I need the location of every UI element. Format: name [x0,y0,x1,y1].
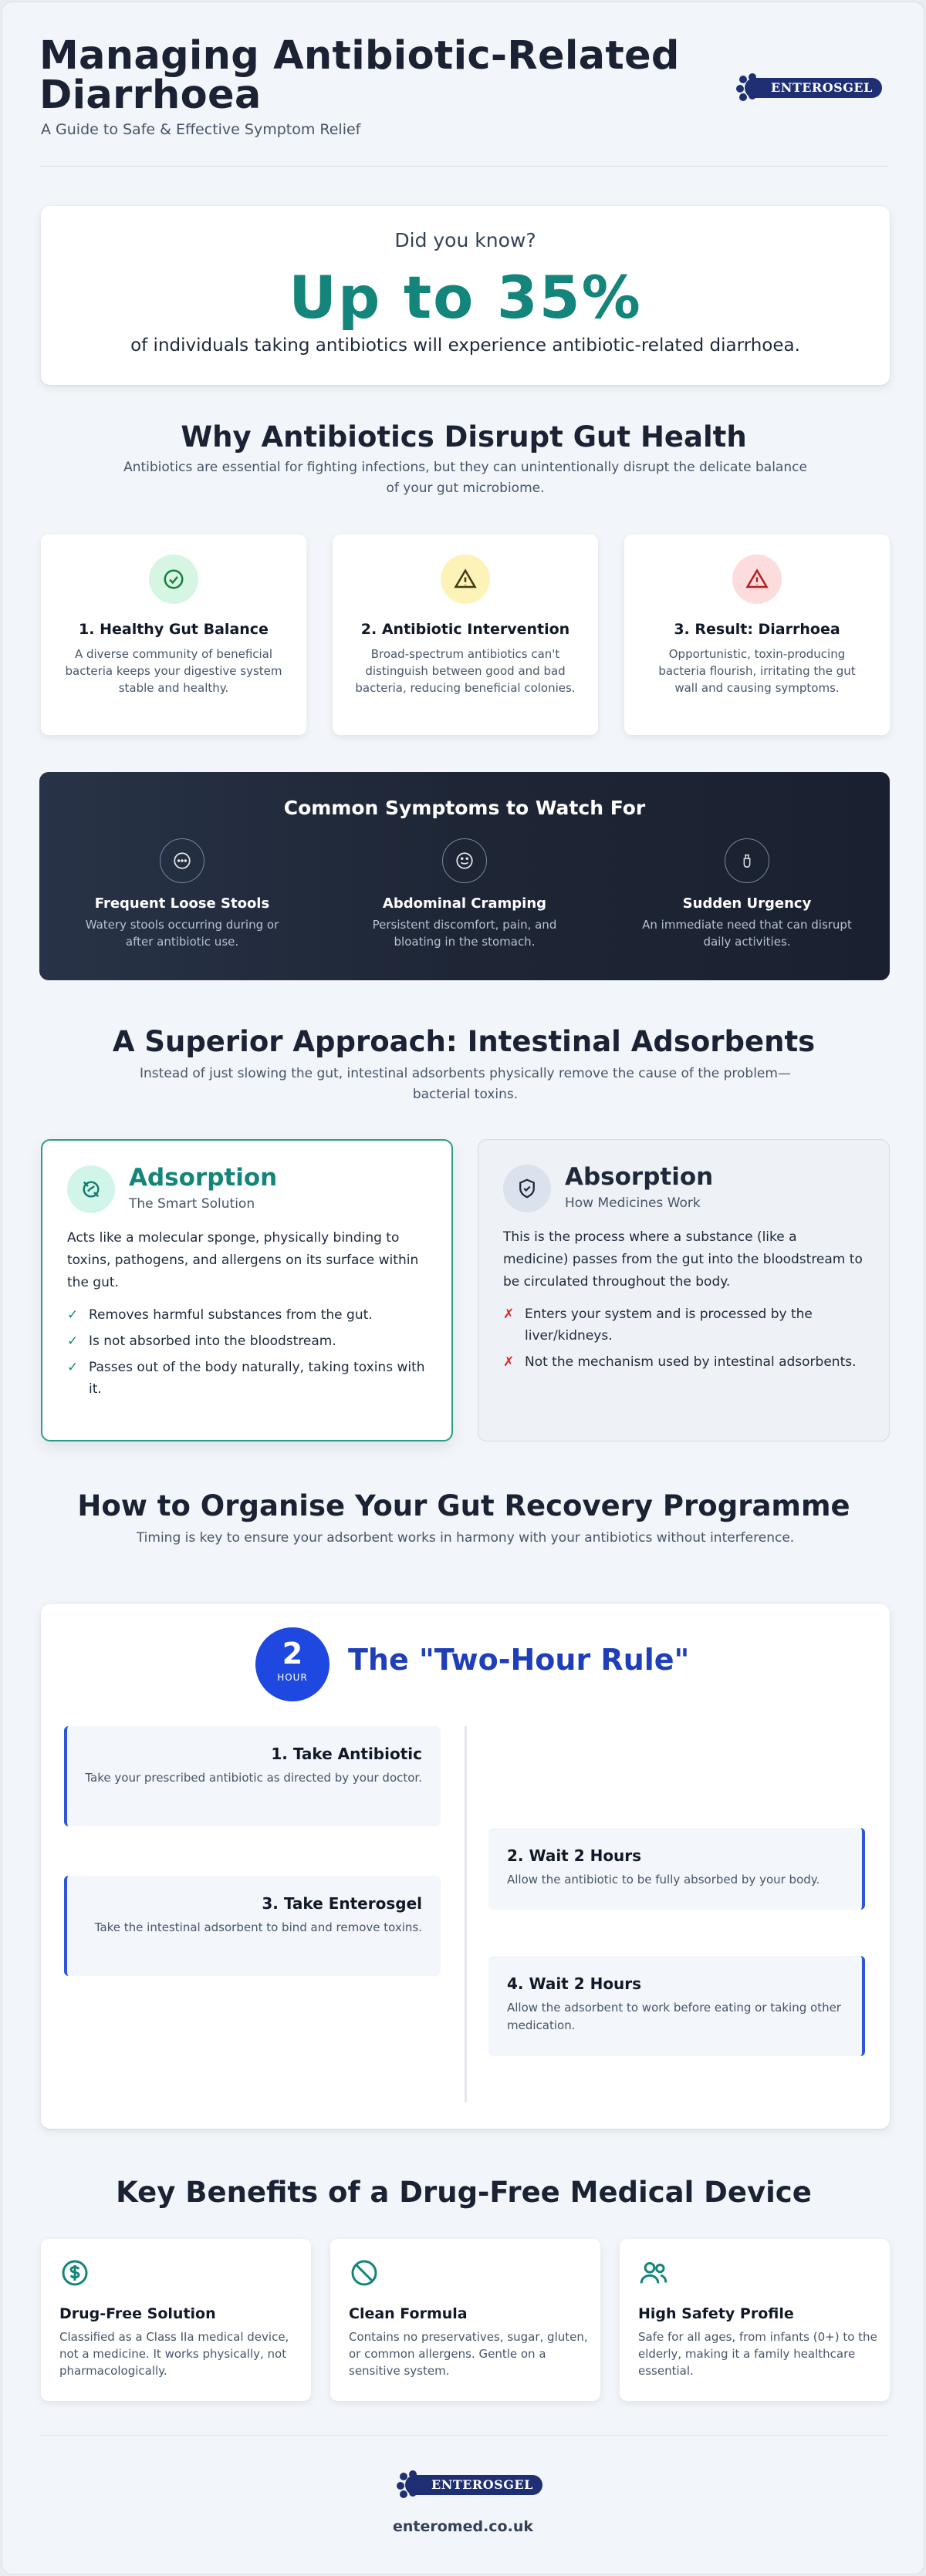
stat-question: Did you know? [394,229,536,251]
list-item: ✓Removes harmful substances from the gut… [67,1304,430,1326]
benefit-title: Clean Formula [349,2305,468,2322]
programme-title: How to Organise Your Gut Recovery Progra… [77,1489,850,1522]
ban-icon [351,2260,377,2286]
step-text: A diverse community of beneficial bacter… [65,647,282,695]
symptom-text: An immediate need that can disrupt daily… [642,918,852,949]
absorption-subtitle: How Medicines Work [565,1195,701,1211]
face-icon [442,838,487,883]
page-subtitle: A Guide to Safe & Effective Symptom Reli… [41,121,361,138]
stat-description: of individuals taking antibiotics will e… [130,335,800,356]
divider [39,166,888,167]
step-title: 2. Antibiotic Intervention [360,621,570,638]
symptom-text: Watery stools occurring during or after … [85,918,279,949]
alert-triangle-icon [732,555,782,604]
step-card: 3. Result: Diarrhoea Opportunistic, toxi… [624,534,890,735]
hour-badge: 2 HOUR [255,1627,330,1701]
timeline-step: 4. Wait 2 Hours Allow the adsorbent to w… [488,1956,865,2056]
step-card: 2. Antibiotic Intervention Broad-spectru… [333,534,598,735]
timeline-step: 1. Take Antibiotic Take your prescribed … [64,1726,441,1826]
timeline-line [465,1726,467,2102]
timeline-step: 2. Wait 2 Hours Allow the antibiotic to … [488,1828,865,1910]
benefits-title: Key Benefits of a Drug-Free Medical Devi… [116,2176,812,2209]
adsorption-list: ✓Removes harmful substances from the gut… [67,1304,430,1404]
cross-icon: ✗ [503,1307,515,1322]
check-circle-icon [149,555,198,604]
benefit-card: Clean Formula Contains no preservatives,… [330,2239,600,2401]
check-icon: ✓ [67,1360,79,1375]
symptom-text: Persistent discomfort, pain, and bloatin… [372,918,557,949]
website-link[interactable]: enteromed.co.uk [392,2518,533,2535]
users-icon [640,2262,667,2284]
benefit-text: Safe for all ages, from infants (0+) to … [638,2330,877,2378]
symptom-item: Abdominal Cramping Persistent discomfort… [330,838,600,950]
why-subtitle: Antibiotics are essential for fighting i… [123,460,807,496]
absorption-list: ✗Enters your system and is processed by … [503,1303,866,1377]
absorption-title: Absorption [565,1163,714,1191]
timeline-step: 3. Take Enterosgel Take the intestinal a… [64,1876,441,1976]
adsorption-card: Adsorption The Smart Solution Acts like … [41,1139,453,1441]
benefit-text: Classified as a Class IIa medical device… [59,2330,289,2378]
symptom-item: Frequent Loose Stools Watery stools occu… [47,838,317,950]
step-title: 1. Healthy Gut Balance [79,621,269,638]
brand-name: ENTEROSGEL [745,78,882,98]
benefit-card: Drug-Free Solution Classified as a Class… [41,2239,311,2401]
stat-card: Did you know? Up to 35% of individuals t… [41,206,890,385]
symptom-title: Sudden Urgency [682,895,812,912]
benefit-card: High Safety Profile Safe for all ages, f… [620,2239,890,2401]
dollar-circle-icon [62,2260,88,2286]
programme-subtitle: Timing is key to ensure your adsorbent w… [136,1530,795,1546]
dots-circle-icon [160,838,204,883]
brand-logo[interactable]: ENTEROSGEL [736,73,882,101]
hourglass-icon [725,838,769,883]
step-text: Broad-spectrum antibiotics can't disting… [355,647,576,695]
step-card: 1. Healthy Gut Balance A diverse communi… [41,534,306,735]
benefit-text: Contains no preservatives, sugar, gluten… [349,2330,588,2378]
list-item: ✓Is not absorbed into the bloodstream. [67,1330,430,1352]
check-icon: ✓ [67,1307,79,1323]
list-item: ✗Enters your system and is processed by … [503,1303,866,1347]
adsorption-subtitle: The Smart Solution [129,1196,255,1212]
symptoms-title: Common Symptoms to Watch For [283,797,646,819]
page-title: Managing Antibiotic-Related Diarrhoea [39,33,680,118]
stat-value: Up to 35% [289,263,642,332]
shield-check-icon [503,1165,551,1212]
absorption-card: Absorption How Medicines Work This is th… [478,1139,890,1441]
why-title: Why Antibiotics Disrupt Gut Health [181,420,747,453]
sponge-icon [67,1165,115,1213]
list-item: ✓Passes out of the body naturally, takin… [67,1357,430,1400]
check-icon: ✓ [67,1334,79,1349]
symptom-title: Frequent Loose Stools [94,895,270,912]
benefit-title: High Safety Profile [638,2305,794,2322]
adsorption-text: Acts like a molecular sponge, physically… [67,1230,419,1290]
warning-triangle-icon [441,555,490,604]
benefit-title: Drug-Free Solution [59,2305,216,2322]
adsorption-title: Adsorption [129,1164,278,1192]
divider [39,2435,888,2436]
symptom-item: Sudden Urgency An immediate need that ca… [612,838,882,950]
cross-icon: ✗ [503,1354,515,1370]
rule-title: The "Two-Hour Rule" [348,1643,690,1677]
list-item: ✗Not the mechanism used by intestinal ad… [503,1351,866,1373]
brand-name: ENTEROSGEL [405,2475,542,2495]
symptoms-panel: Common Symptoms to Watch For Frequent Lo… [39,772,890,980]
approach-title: A Superior Approach: Intestinal Adsorben… [112,1025,816,1058]
step-title: 3. Result: Diarrhoea [674,621,840,638]
two-hour-rule-card: 2 HOUR The "Two-Hour Rule" 1. Take Antib… [41,1604,890,2129]
absorption-text: This is the process where a substance (l… [503,1229,863,1290]
step-text: Opportunistic, toxin-producing bacteria … [658,647,856,695]
footer-logo[interactable]: ENTEROSGEL [397,2470,542,2498]
approach-subtitle: Instead of just slowing the gut, intesti… [140,1066,791,1102]
symptom-title: Abdominal Cramping [382,895,547,912]
